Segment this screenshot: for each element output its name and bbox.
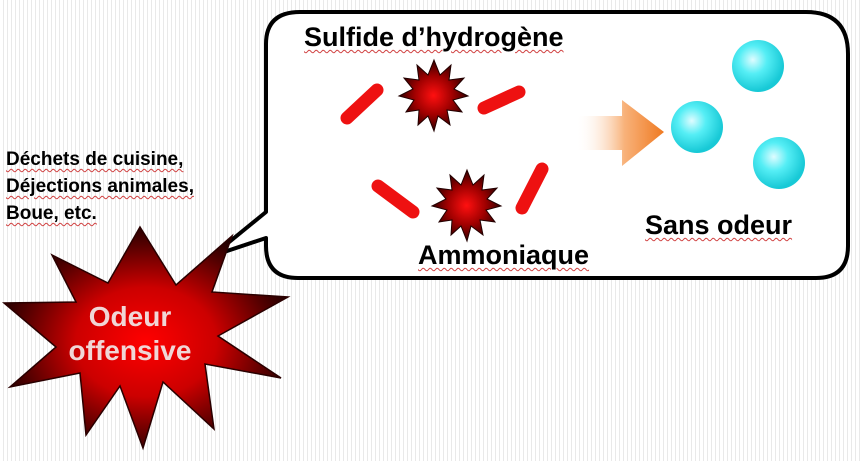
bacterium-4 bbox=[515, 162, 549, 215]
odorless-label: Sans odeur bbox=[645, 210, 793, 240]
molecule-sphere-icon bbox=[753, 137, 805, 189]
speech-bubble bbox=[210, 10, 850, 280]
hydrogen-sulfide-burst-icon bbox=[397, 58, 470, 133]
offensive-odor-burst-icon bbox=[1, 225, 291, 451]
offensive-odor-line-1: Odeur bbox=[88, 301, 172, 332]
odor-sources-list: Déchets de cuisine, Déjections animales,… bbox=[6, 146, 194, 227]
molecule-sphere-icon bbox=[732, 40, 784, 92]
molecule-sphere-icon bbox=[671, 101, 723, 153]
offensive-odor-line-2: offensive bbox=[68, 335, 192, 366]
hydrogen-sulfide-label: Sulfide d’hydrogène bbox=[304, 22, 564, 52]
odor-source-item: Déjections animales, bbox=[6, 176, 194, 197]
offensive-odor-label: Odeur offensive bbox=[30, 300, 230, 368]
ammonia-burst-icon bbox=[430, 168, 503, 243]
bacterium-3 bbox=[371, 179, 420, 219]
bacterium-1 bbox=[340, 83, 384, 125]
right-arrow-icon bbox=[576, 100, 664, 166]
odor-source-item: Boue, etc. bbox=[6, 203, 97, 224]
bacterium-2 bbox=[477, 85, 526, 115]
ammonia-label: Ammoniaque bbox=[418, 240, 590, 270]
odor-source-item: Déchets de cuisine, bbox=[6, 149, 184, 170]
bacteria-group bbox=[340, 83, 549, 219]
